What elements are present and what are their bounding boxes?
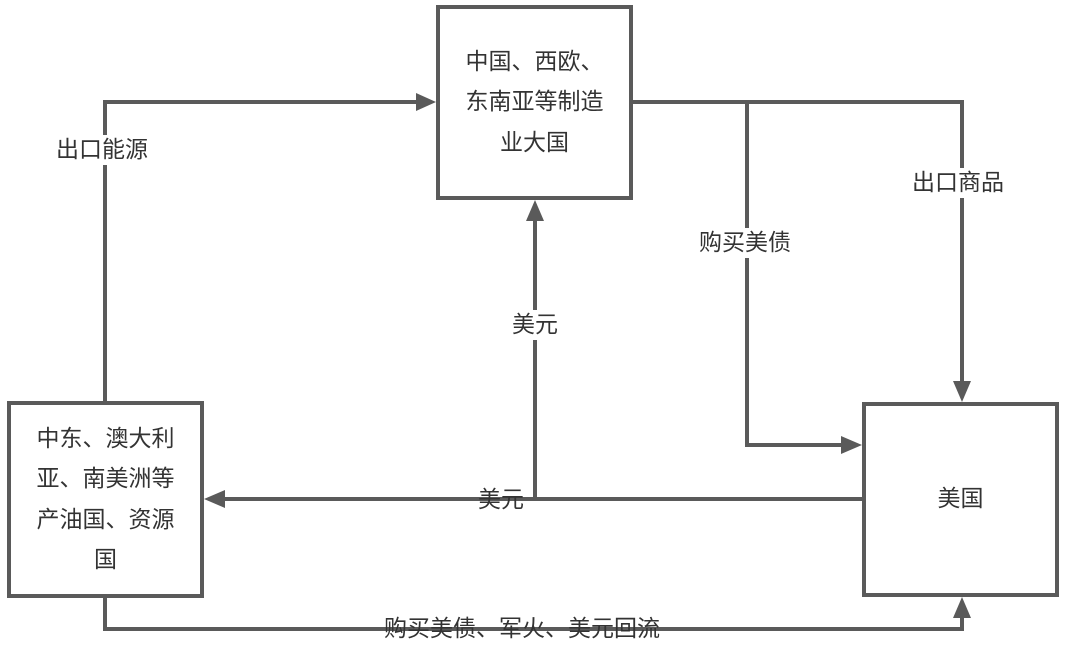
arrowhead-export-goods: [953, 381, 971, 402]
arrowhead-usd-to-manufacturers: [526, 200, 544, 221]
arrowhead-export-energy: [416, 93, 436, 111]
edge-label-usd-to-manufacturers: 美元: [510, 310, 560, 340]
edge-label-usd-to-oil: 美元: [478, 487, 524, 513]
node-text-line: 东南亚等制造: [465, 89, 604, 116]
node-oil-resource-countries: 中东、澳大利 亚、南美洲等 产油国、资源 国: [7, 401, 204, 598]
edge-recycle: [103, 598, 964, 631]
node-text-line: 亚、南美洲等: [36, 466, 175, 493]
node-text-line: 国: [94, 546, 117, 573]
node-text-line: 中国、西欧、: [465, 49, 604, 76]
node-manufacturing-countries-label: 中国、西欧、 东南亚等制造 业大国: [450, 42, 619, 163]
node-text-line: 中东、澳大利: [36, 426, 175, 452]
edge-label-export-energy: 出口能源: [54, 135, 150, 165]
edge-usd-to-manufacturers: [533, 216, 862, 501]
edge-label-export-goods: 出口商品: [910, 168, 1006, 198]
node-text-line: 业大国: [500, 129, 569, 156]
edge-label-buy-bonds: 购买美债: [697, 228, 793, 258]
node-oil-resource-countries-label: 中东、澳大利 亚、南美洲等 产油国、资源 国: [17, 419, 194, 580]
arrowhead-recycle: [953, 597, 971, 618]
arrowhead-buy-bonds: [841, 436, 862, 454]
edge-export-goods: [633, 100, 964, 386]
arrowhead-usd-to-oil: [204, 490, 225, 508]
edge-label-recycle: 购买美债、军火、美元回流: [384, 616, 660, 642]
edge-buy-bonds: [745, 102, 846, 447]
node-usa-label: 美国: [937, 486, 984, 513]
edge-export-energy: [103, 100, 420, 401]
node-manufacturing-countries: 中国、西欧、 东南亚等制造 业大国: [436, 5, 633, 200]
node-text-line: 产油国、资源: [36, 506, 175, 533]
node-usa: 美国: [862, 402, 1059, 597]
